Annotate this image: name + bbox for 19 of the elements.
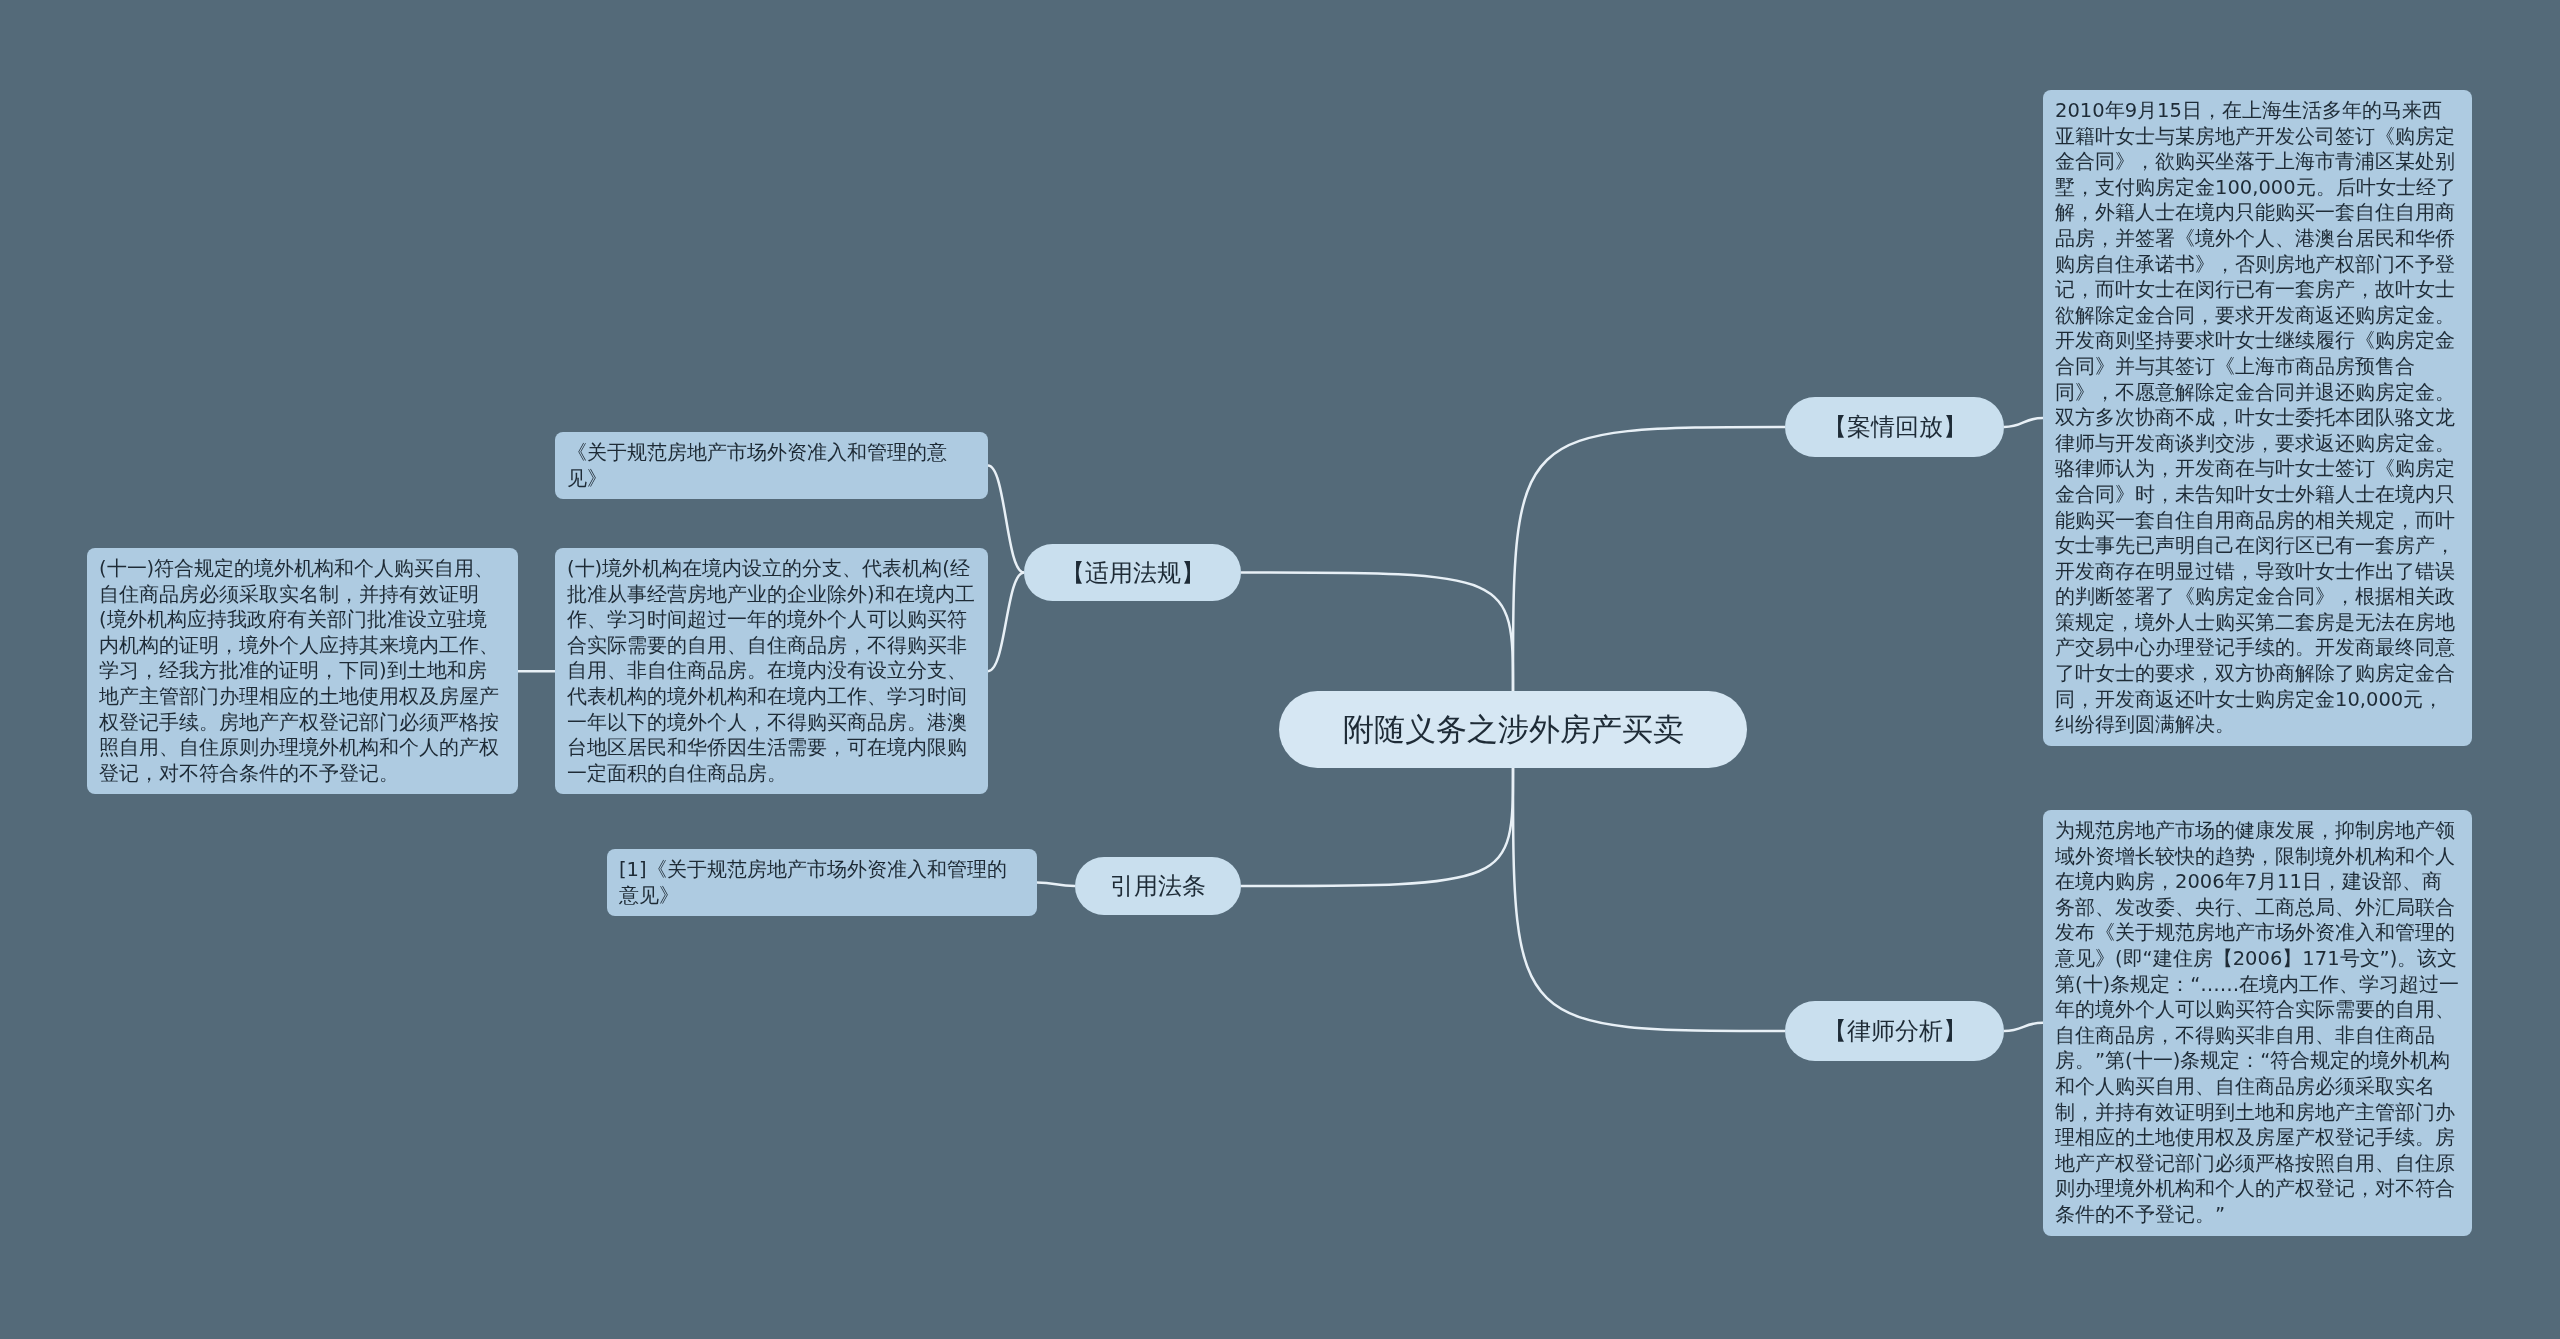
topic-pill: 【案情回放】	[1785, 397, 2004, 457]
text-card: (十一)符合规定的境外机构和个人购买自用、自住商品房必须采取实名制，并持有效证明(境外机构应持我政府有关部门批准设立驻境内机构的证明，境外个人应持其来境内工作、学习，经我方批准的证明，下同)到土地和房地产主管部门办理相应的土地使用权及房屋产权登记手续。房地产产权登记部门必须严格按照自用、自住原则办理境外机构和个人的产权登记，对不符合条件的不予登记。	[87, 548, 518, 795]
topic-pill: 【律师分析】	[1785, 1001, 2004, 1061]
text-card: 《关于规范房地产市场外资准入和管理的意见》	[555, 432, 988, 500]
connector-line	[987, 571, 1025, 673]
connector-line	[1036, 881, 1076, 888]
text-card: (十)境外机构在境内设立的分支、代表机构(经批准从事经营房地产业的企业除外)和在境内工作、学习时间超过一年的境外个人可以购买符合实际需要的自用、自住商品房，不得购买非自用、非自住商品房。在境内没有设立分支、代表机构的境外机构和在境内工作、学习时间一年以下的境外个人，不得购买商品房。港澳台地区居民和华侨因生活需要，可在境内限购一定面积的自住商品房。	[555, 548, 988, 795]
connector-line	[987, 464, 1025, 574]
topic-pill: 引用法条	[1075, 857, 1241, 915]
connector-line	[1511, 425, 1785, 691]
connector-line	[2003, 1021, 2044, 1033]
root-topic: 附随义务之涉外房产买卖	[1279, 691, 1747, 768]
topic-pill: 【适用法规】	[1024, 544, 1241, 601]
connector-line	[518, 669, 555, 673]
text-card: [1]《关于规范房地产市场外资准入和管理的意见》	[607, 849, 1037, 917]
connector-line	[2003, 416, 2044, 429]
text-card: 为规范房地产市场的健康发展，抑制房地产领域外资增长较快的趋势，限制境外机构和个人在境内购房，2006年7月11日，建设部、商务部、发改委、央行、工商总局、外汇局联合发布《关于规范房地产市场外资准入和管理的意见》(即“建住房【2006】171号文”)。该文第(十)条规定：“……在境内工作、学习超过一年的境外个人可以购买符合实际需要的自用、自住商品房，不得购买非自用、非自住商品房。”第(十一)条规定：“符合规定的境外机构和个人购买自用、自住商品房必须采取实名制，并持有效证明到土地和房地产主管部门办理相应的土地使用权及房屋产权登记手续。房地产产权登记部门必须严格按照自用、自住原则办理境外机构和个人的产权登记，对不符合条件的不予登记。”	[2043, 810, 2472, 1236]
text-card: 2010年9月15日，在上海生活多年的马来西亚籍叶女士与某房地产开发公司签订《购房定金合同》，欲购买坐落于上海市青浦区某处别墅，支付购房定金100,000元。后叶女士经了解，外籍人士在境内只能购买一套自住自用商品房，并签署《境外个人、港澳台居民和华侨购房自住承诺书》，否则房地产权部门不予登记，而叶女士在闵行已有一套房产，故叶女士欲解除定金合同，要求开发商返还购房定金。开发商则坚持要求叶女士继续履行《购房定金合同》并与其签订《上海市商品房预售合同》，不愿意解除定金合同并退还购房定金。双方多次协商不成，叶女士委托本团队骆文龙律师与开发商谈判交涉，要求返还购房定金。骆律师认为，开发商在与叶女士签订《购房定金合同》时，未告知叶女士外籍人士在境内只能购买一套自住自用商品房的相关规定，而叶女士事先已声明自己在闵行区已有一套房产，开发商存在明显过错，导致叶女士作出了错误的判断签署了《购房定金合同》，根据相关政策规定，境外人士购买第二套房是无法在房地产交易中心办理登记手续的。开发商最终同意了叶女士的要求，双方协商解除了购房定金合同，开发商返还叶女士购房定金10,000元，纠纷得到圆满解决。	[2043, 90, 2472, 746]
connector-line	[1511, 768, 1785, 1033]
